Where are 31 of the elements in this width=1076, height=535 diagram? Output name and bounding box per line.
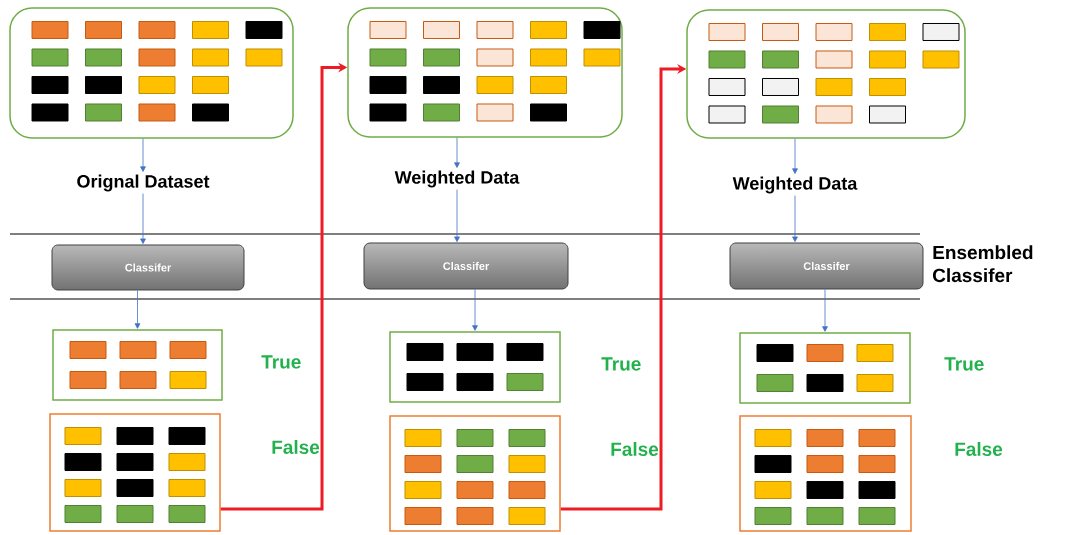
arrow	[140, 193, 146, 244]
result-label: True	[261, 355, 301, 369]
result-box	[739, 415, 912, 532]
ensemble-label: Ensembled Classifer	[933, 245, 1033, 283]
arrow	[454, 189, 460, 242]
arrow	[792, 195, 798, 242]
dataset-label: Weighted Data	[732, 176, 858, 194]
arrow	[792, 138, 798, 174]
dataset-box	[9, 7, 294, 139]
classifier-box: Classifer	[51, 244, 245, 291]
result-label: False	[272, 440, 320, 454]
classifier-box: Classifer	[729, 242, 924, 290]
result-box	[389, 331, 561, 403]
dataset-label: Weighted Data	[394, 170, 520, 188]
result-box	[49, 413, 221, 532]
result-box	[52, 329, 223, 401]
arrow	[472, 289, 478, 331]
result-label: False	[611, 442, 659, 456]
arrow	[140, 138, 146, 172]
dataset-box	[347, 7, 623, 138]
result-box	[739, 332, 911, 404]
dataset-box	[686, 9, 966, 139]
arrow	[134, 290, 141, 329]
dataset-label: Orignal Dataset	[77, 174, 210, 192]
arrow	[822, 289, 828, 332]
result-label: True	[944, 357, 984, 371]
classifier-box: Classifer	[363, 242, 569, 290]
result-label: True	[601, 357, 641, 371]
result-box	[389, 415, 561, 532]
arrow	[454, 137, 460, 168]
result-label: False	[955, 442, 1003, 456]
